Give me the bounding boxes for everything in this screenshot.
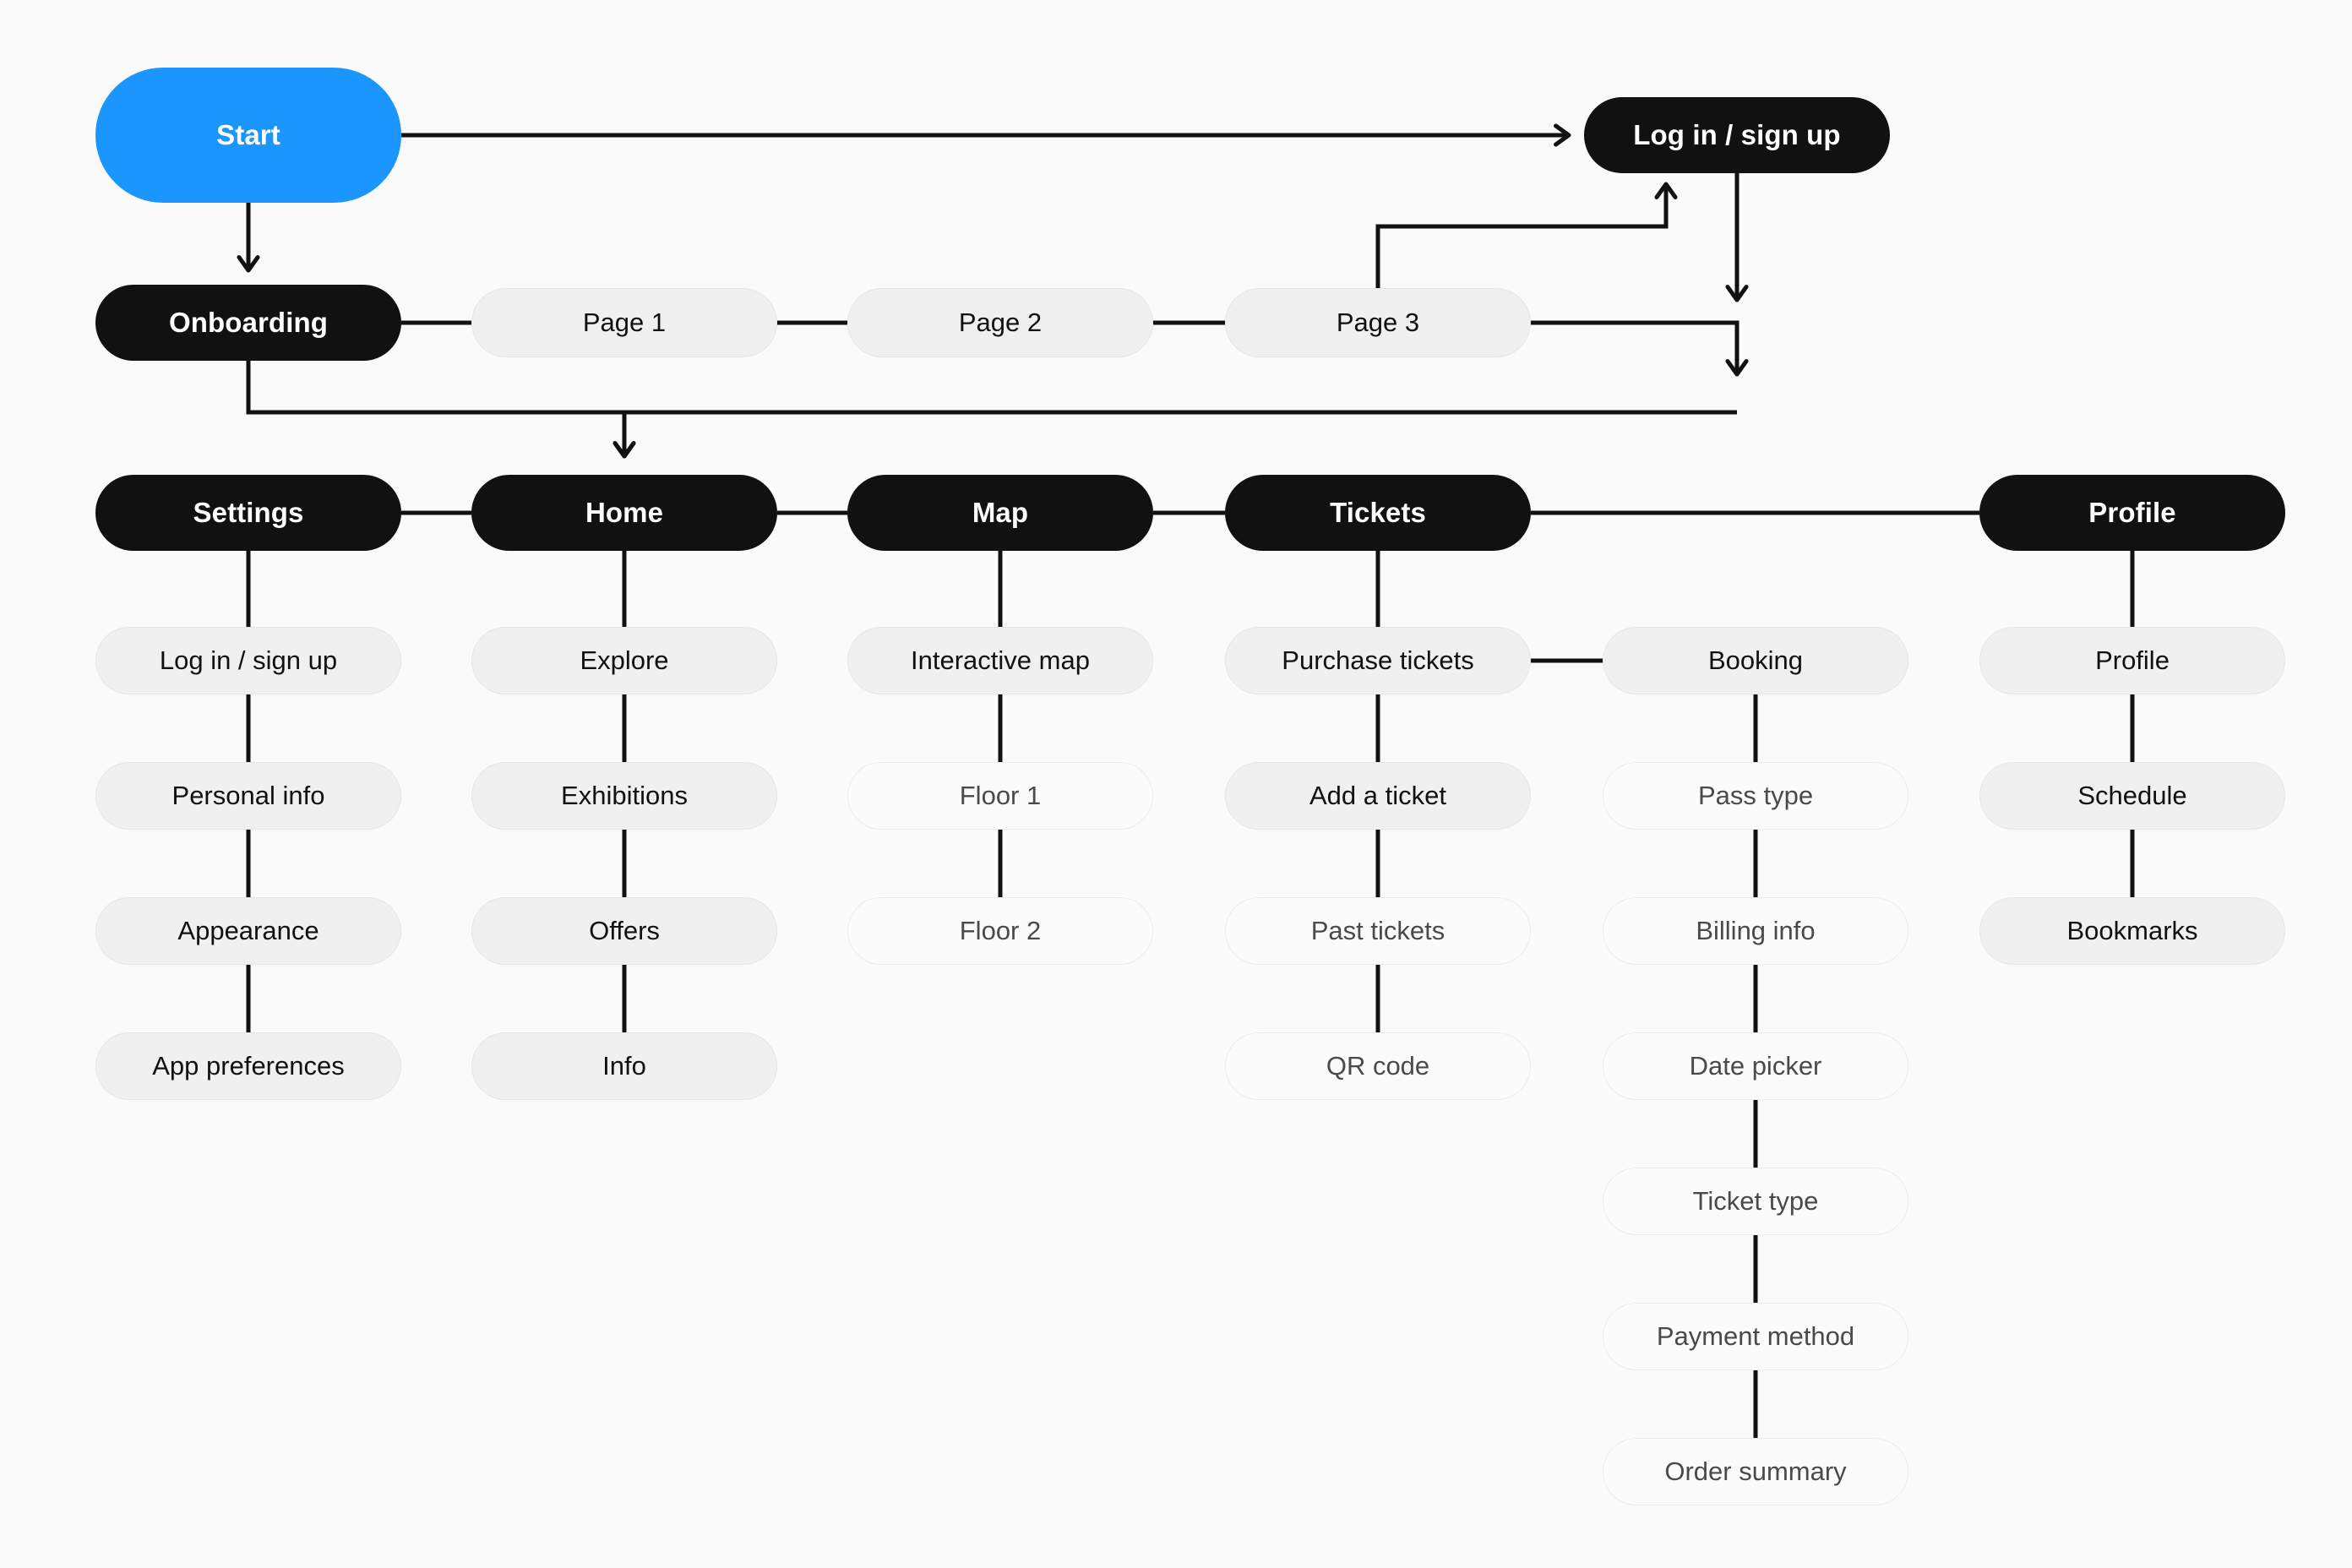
node-label: Tickets xyxy=(1330,496,1426,528)
node-map-floor-1[interactable]: Floor 1 xyxy=(847,762,1153,830)
node-label: App preferences xyxy=(152,1050,345,1081)
node-tickets[interactable]: Tickets xyxy=(1225,475,1531,551)
node-label: Order summary xyxy=(1664,1456,1847,1486)
node-label: Home xyxy=(585,496,664,528)
node-settings-appear[interactable]: Appearance xyxy=(95,897,401,965)
node-label: Floor 2 xyxy=(959,915,1042,945)
node-home-exhibitions[interactable]: Exhibitions xyxy=(471,762,777,830)
node-settings-prefs[interactable]: App preferences xyxy=(95,1032,401,1100)
node-booking[interactable]: Booking xyxy=(1603,627,1908,694)
node-label: Booking xyxy=(1707,645,1804,675)
node-label: Interactive map xyxy=(911,645,1090,675)
node-label: Profile xyxy=(2095,645,2170,675)
node-label: Page 3 xyxy=(1336,307,1420,337)
node-login-top[interactable]: Log in / sign up xyxy=(1584,97,1890,173)
node-label: Date picker xyxy=(1689,1050,1822,1081)
node-page-3[interactable]: Page 3 xyxy=(1225,288,1531,357)
node-start[interactable]: Start xyxy=(95,68,401,203)
arrowhead-icon xyxy=(612,441,636,459)
node-label: Log in / sign up xyxy=(1633,118,1841,150)
arrowhead-icon xyxy=(1554,123,1571,147)
node-booking-billing[interactable]: Billing info xyxy=(1603,897,1908,965)
node-settings-login[interactable]: Log in / sign up xyxy=(95,627,401,694)
node-home-offers[interactable]: Offers xyxy=(471,897,777,965)
node-label: Bookmarks xyxy=(2066,915,2198,945)
node-map[interactable]: Map xyxy=(847,475,1153,551)
node-profile-profile[interactable]: Profile xyxy=(1979,627,2285,694)
node-label: Appearance xyxy=(177,915,319,945)
node-label: Payment method xyxy=(1656,1320,1855,1351)
node-profile-bookmarks[interactable]: Bookmarks xyxy=(1979,897,2285,965)
node-label: Billing info xyxy=(1696,915,1816,945)
node-label: Ticket type xyxy=(1692,1185,1819,1216)
node-profile-nav[interactable]: Profile xyxy=(1979,475,2285,551)
node-label: Onboarding xyxy=(169,306,328,338)
node-label: Personal info xyxy=(172,780,325,810)
node-map-floor-2[interactable]: Floor 2 xyxy=(847,897,1153,965)
node-settings-personal[interactable]: Personal info xyxy=(95,762,401,830)
node-label: Purchase tickets xyxy=(1282,645,1474,675)
node-label: Add a ticket xyxy=(1309,780,1446,810)
node-tickets-qr[interactable]: QR code xyxy=(1225,1032,1531,1100)
arrowhead-icon xyxy=(237,255,260,273)
node-booking-payment[interactable]: Payment method xyxy=(1603,1303,1908,1370)
node-label: Exhibitions xyxy=(561,780,688,810)
edge-page3-to-login xyxy=(1375,184,1669,288)
node-label: Explore xyxy=(580,645,669,675)
node-label: Settings xyxy=(193,496,304,528)
node-home[interactable]: Home xyxy=(471,475,777,551)
arrowhead-icon xyxy=(1725,359,1749,377)
node-label: Floor 1 xyxy=(959,780,1042,810)
node-label: Map xyxy=(972,496,1029,528)
edge-navbus-to-home xyxy=(246,361,1737,456)
node-label: QR code xyxy=(1326,1050,1430,1081)
node-booking-order[interactable]: Order summary xyxy=(1603,1438,1908,1505)
node-tickets-add[interactable]: Add a ticket xyxy=(1225,762,1531,830)
node-page-2[interactable]: Page 2 xyxy=(847,288,1153,357)
node-label: Info xyxy=(602,1050,646,1081)
node-label: Profile xyxy=(2088,496,2176,528)
node-tickets-past[interactable]: Past tickets xyxy=(1225,897,1531,965)
node-label: Log in / sign up xyxy=(159,645,338,675)
node-label: Past tickets xyxy=(1310,915,1446,945)
node-settings[interactable]: Settings xyxy=(95,475,401,551)
node-map-interactive[interactable]: Interactive map xyxy=(847,627,1153,694)
node-label: Start xyxy=(216,118,280,150)
node-tickets-purchase[interactable]: Purchase tickets xyxy=(1225,627,1531,694)
node-booking-type[interactable]: Ticket type xyxy=(1603,1168,1908,1235)
node-booking-date[interactable]: Date picker xyxy=(1603,1032,1908,1100)
arrowhead-icon xyxy=(612,441,636,459)
edge-page3-to-navbus xyxy=(1531,320,1740,374)
node-label: Page 2 xyxy=(958,307,1043,337)
arrowhead-icon xyxy=(1654,182,1678,199)
node-home-info[interactable]: Info xyxy=(471,1032,777,1100)
node-label: Pass type xyxy=(1697,780,1814,810)
node-page-1[interactable]: Page 1 xyxy=(471,288,777,357)
node-profile-schedule[interactable]: Schedule xyxy=(1979,762,2285,830)
node-label: Schedule xyxy=(2077,780,2187,810)
node-home-explore[interactable]: Explore xyxy=(471,627,777,694)
node-onboarding[interactable]: Onboarding xyxy=(95,285,401,361)
node-label: Page 1 xyxy=(582,307,667,337)
node-booking-pass[interactable]: Pass type xyxy=(1603,762,1908,830)
node-label: Offers xyxy=(589,915,660,945)
arrowhead-icon xyxy=(1725,285,1749,302)
